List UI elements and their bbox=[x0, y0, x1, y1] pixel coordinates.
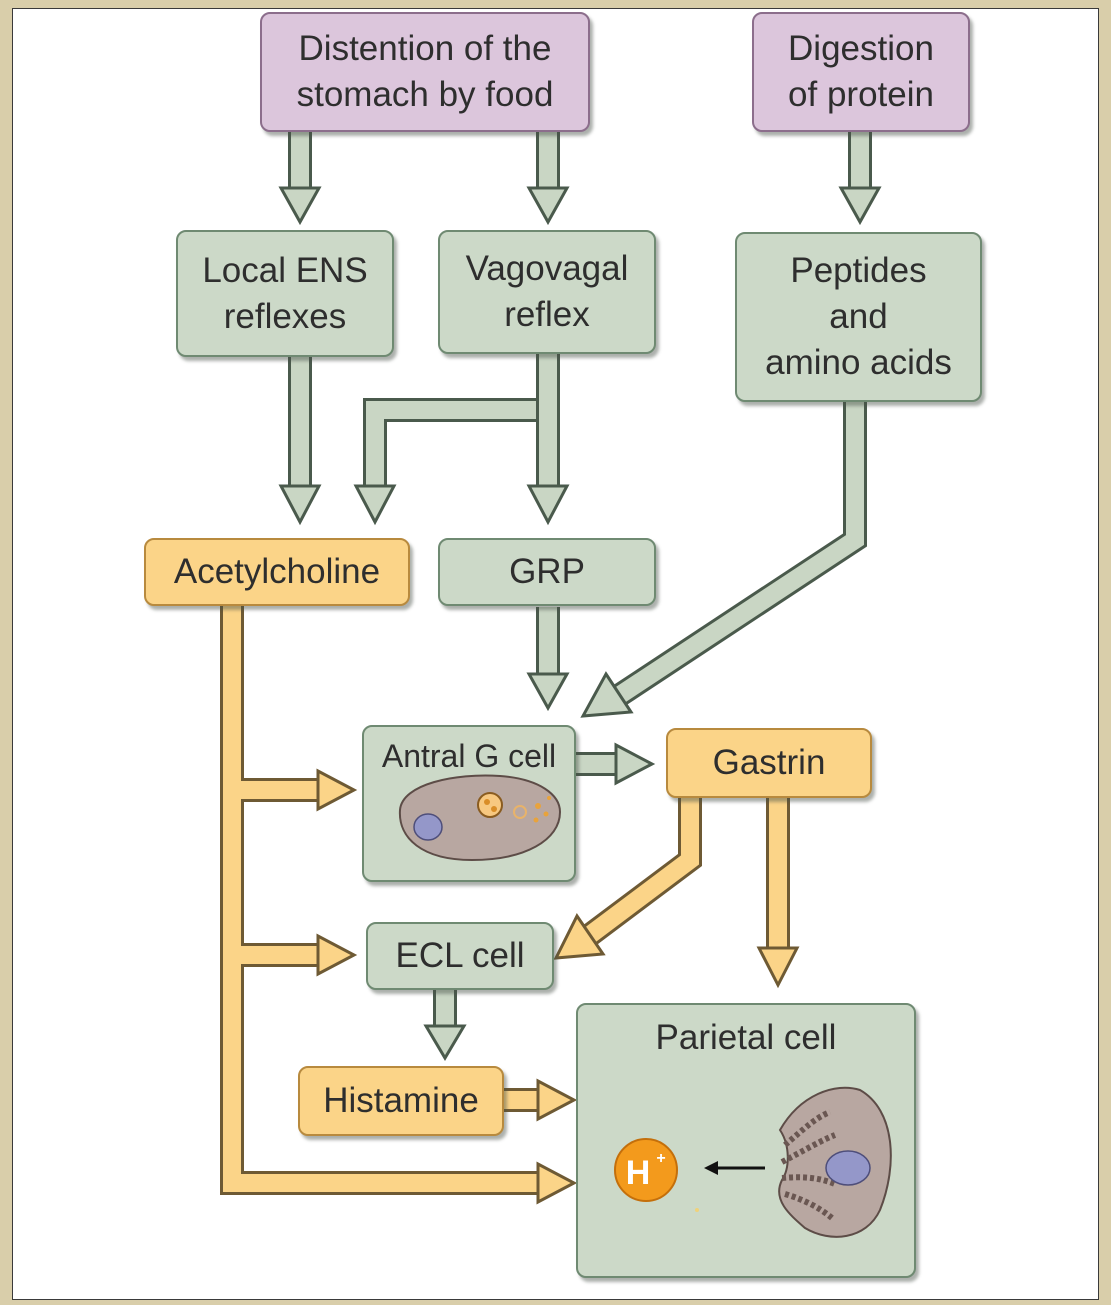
arrow-g-cell-to-gastrin bbox=[572, 742, 656, 786]
arrow-grp-to-g-cell bbox=[526, 607, 570, 712]
node-peptides: Peptides and amino acids bbox=[735, 232, 982, 402]
arrow-distention-to-local-ens bbox=[278, 132, 322, 226]
node-histamine-label: Histamine bbox=[323, 1081, 479, 1120]
node-distention: Distention of the stomach by food bbox=[260, 12, 590, 132]
node-parietal-cell: Parietal cell bbox=[576, 1003, 916, 1278]
node-acetylcholine: Acetylcholine bbox=[144, 538, 410, 606]
arrow-gastrin-to-parietal bbox=[756, 798, 800, 989]
node-grp: GRP bbox=[438, 538, 656, 606]
arrow-gastrin-to-ecl bbox=[553, 798, 702, 960]
arrow-digestion-to-peptides bbox=[838, 132, 882, 226]
node-gastrin: Gastrin bbox=[666, 728, 872, 798]
node-digestion-label: Digestion of protein bbox=[788, 29, 934, 114]
arrow-ecl-to-histamine bbox=[423, 990, 467, 1061]
node-digestion: Digestion of protein bbox=[752, 12, 970, 132]
node-vagovagal: Vagovagal reflex bbox=[438, 230, 656, 354]
arrow-histamine-to-parietal bbox=[504, 1078, 578, 1122]
arrow-vagovagal-to-acetylcholine bbox=[353, 398, 548, 526]
arrow-vagovagal-to-grp bbox=[526, 354, 570, 526]
node-gastrin-label: Gastrin bbox=[712, 743, 826, 782]
node-antral-g-cell-label: Antral G cell bbox=[381, 738, 557, 774]
node-acetylcholine-label: Acetylcholine bbox=[173, 552, 381, 591]
node-local-ens-label: Local ENS reflexes bbox=[202, 250, 368, 336]
arrow-local-ens-to-acetylcholine bbox=[278, 357, 322, 526]
arrow-distention-to-vagovagal bbox=[526, 132, 570, 226]
node-peptides-label: Peptides and amino acids bbox=[765, 251, 952, 382]
node-ecl-cell-label: ECL cell bbox=[395, 936, 525, 975]
arrow-acetylcholine-branches bbox=[220, 605, 578, 1205]
node-parietal-cell-label: Parietal cell bbox=[655, 1018, 837, 1057]
node-grp-label: GRP bbox=[509, 552, 585, 591]
node-distention-label: Distention of the stomach by food bbox=[296, 29, 554, 114]
node-vagovagal-label: Vagovagal reflex bbox=[465, 249, 629, 334]
node-local-ens: Local ENS reflexes bbox=[176, 230, 394, 357]
arrow-peptides-to-g-cell bbox=[580, 402, 867, 718]
node-histamine: Histamine bbox=[298, 1066, 504, 1136]
node-ecl-cell: ECL cell bbox=[366, 922, 554, 990]
node-antral-g-cell: Antral G cell bbox=[362, 725, 576, 882]
